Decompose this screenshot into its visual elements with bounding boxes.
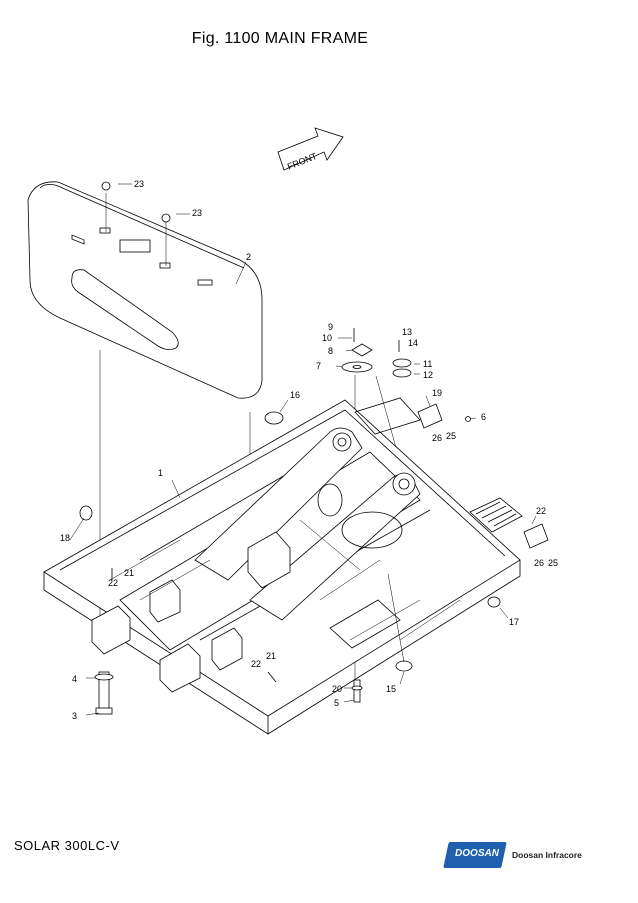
counterweight [27,181,263,399]
company-name: Doosan Infracore [512,850,582,860]
callout-20: 20 [332,684,342,694]
model-name: SOLAR 300LC-V [14,838,120,853]
callout-4: 4 [72,674,77,684]
callout-9: 9 [328,322,333,332]
callout-14: 14 [408,338,418,348]
small-parts [79,328,549,715]
callout-22b: 22 [251,659,261,669]
callout-10: 10 [322,333,332,343]
front-label: FRONT [286,151,319,172]
logo-text: DOOSAN [455,848,499,859]
callout-25a: 25 [446,431,456,441]
callout-23b: 23 [192,208,202,218]
callout-12: 12 [423,370,433,380]
callout-1: 1 [158,468,163,478]
callout-26b: 26 [534,558,544,568]
callout-15: 15 [386,684,396,694]
callout-8: 8 [328,346,333,356]
callout-3: 3 [72,711,77,721]
callout-23a: 23 [134,179,144,189]
callout-2: 2 [246,252,251,262]
callout-6: 6 [481,412,486,422]
callout-25b: 25 [548,558,558,568]
callout-26a: 26 [432,433,442,443]
callout-22a: 22 [108,578,118,588]
callout-24: 22 [536,506,546,516]
callout-7: 7 [316,361,321,371]
callout-leaders [69,183,537,716]
callout-19: 19 [432,388,442,398]
callout-13: 13 [402,327,412,337]
main-frame [43,397,523,735]
callout-21b: 21 [266,651,276,661]
figure-title: Fig. 1100 MAIN FRAME [191,30,369,47]
callouts: 23 23 2 1 18 16 9 10 8 7 13 14 11 12 19 … [60,179,558,721]
callout-21a: 21 [124,568,134,578]
doosan-logo: DOOSAN Doosan Infracore [443,842,606,872]
callout-5: 5 [334,698,339,708]
callout-11: 11 [423,359,432,369]
callout-18: 18 [60,533,70,543]
callout-16: 16 [290,390,300,400]
callout-17: 17 [509,617,519,627]
front-arrow: FRONT [277,127,344,172]
